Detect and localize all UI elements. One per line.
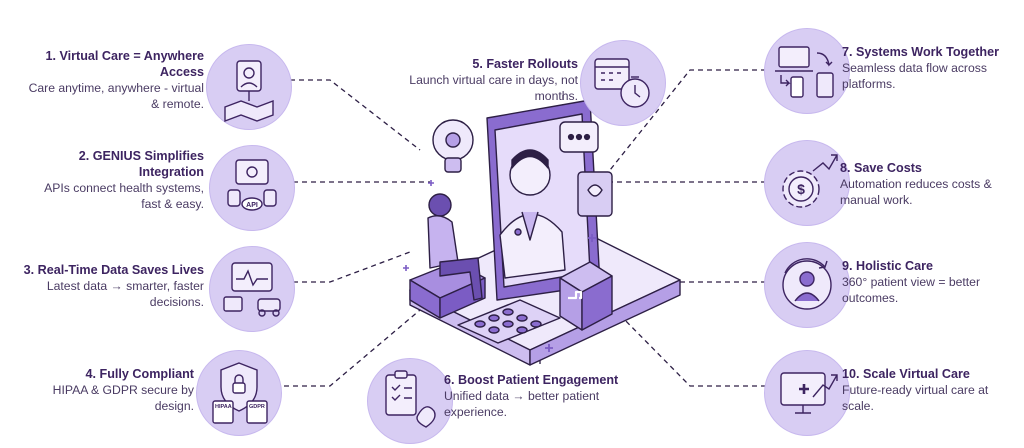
item-8-text: 8. Save Costs Automation reduces costs &…	[840, 160, 1000, 208]
item-9-title: 9. Holistic Care	[842, 259, 933, 273]
devices-sync-icon	[775, 46, 834, 98]
item-8-icon-circle: $	[764, 140, 850, 226]
item-5-title: 5. Faster Rollouts	[472, 57, 578, 71]
item-10-text: 10. Scale Virtual Care Future-ready virt…	[842, 366, 1012, 414]
item-2-desc: APIs connect health systems, fast & easy…	[44, 181, 204, 211]
clipboard-heart-icon	[385, 370, 436, 428]
item-6-title: 6. Boost Patient Engagement	[444, 373, 619, 387]
item-6-text: 6. Boost Patient Engagement Unified data…	[444, 372, 664, 420]
item-10-icon-circle	[764, 350, 850, 436]
item-3-title: 3. Real-Time Data Saves Lives	[23, 263, 204, 277]
item-7-icon-circle	[764, 28, 850, 114]
dollar-symbol: $	[797, 181, 805, 197]
item-9-icon-circle	[764, 242, 850, 328]
patient-360-icon	[782, 258, 832, 310]
item-5-icon-circle	[580, 40, 666, 126]
item-10-desc: Future-ready virtual care at scale.	[842, 383, 989, 413]
item-2-title-line1: 2. GENIUS Simplifies	[78, 149, 204, 163]
item-9-text: 9. Holistic Care 360° patient view = bet…	[842, 258, 1012, 306]
item-8-desc: Automation reduces costs & manual work.	[840, 177, 992, 207]
item-7-title: 7. Systems Work Together	[842, 45, 1000, 59]
item-3-text: 3. Real-Time Data Saves Lives Latest dat…	[6, 262, 204, 310]
monitor-heartbeat-icon	[223, 262, 281, 317]
item-5-desc: Launch virtual care in days, not months.	[409, 73, 578, 103]
item-9-desc: 360° patient view = better outcomes.	[842, 275, 981, 305]
shield-lock-icon: HIPAA GDPR	[212, 362, 268, 424]
item-2-title-line2: Integration	[138, 165, 204, 179]
connector-10	[614, 309, 766, 387]
item-4-desc: HIPAA & GDPR secure by design.	[52, 383, 194, 413]
api-integration-icon: API	[227, 159, 277, 211]
item-8-title: 8. Save Costs	[840, 161, 922, 175]
item-7-desc: Seamless data flow across platforms.	[842, 61, 987, 91]
item-3-desc: Latest data → smarter, faster decisions.	[46, 279, 204, 309]
item-10-title: 10. Scale Virtual Care	[842, 367, 970, 381]
item-4-text: 4. Fully Compliant HIPAA & GDPR secure b…	[18, 366, 194, 414]
connector-7	[609, 69, 766, 171]
calendar-stopwatch-icon	[594, 58, 650, 108]
hipaa-badge: HIPAA	[215, 404, 232, 410]
item-6-icon-circle	[367, 358, 453, 444]
gear-dollar-icon: $	[782, 154, 838, 208]
item-4-title: 4. Fully Compliant	[85, 367, 194, 381]
item-1-desc: Care anytime, anywhere - virtual & remot…	[28, 81, 204, 111]
monitor-plus-growth-icon	[780, 372, 838, 414]
item-4-icon-circle: HIPAA GDPR	[196, 350, 282, 436]
item-2-text: 2. GENIUS Simplifies Integration APIs co…	[22, 148, 204, 212]
item-7-text: 7. Systems Work Together Seamless data f…	[842, 44, 1020, 92]
item-1-title: 1. Virtual Care = Anywhere Access	[45, 49, 204, 79]
gdpr-badge: GDPR	[249, 404, 265, 410]
map-doctor-icon	[224, 60, 274, 123]
item-1-text: 1. Virtual Care = Anywhere Access Care a…	[18, 48, 204, 112]
item-1-icon-circle	[206, 44, 292, 130]
item-5-text: 5. Faster Rollouts Launch virtual care i…	[372, 56, 578, 104]
item-6-desc: Unified data → better patient experience…	[444, 389, 600, 419]
item-2-icon-circle: API	[209, 145, 295, 231]
api-badge: API	[246, 202, 258, 209]
item-3-icon-circle	[209, 246, 295, 332]
